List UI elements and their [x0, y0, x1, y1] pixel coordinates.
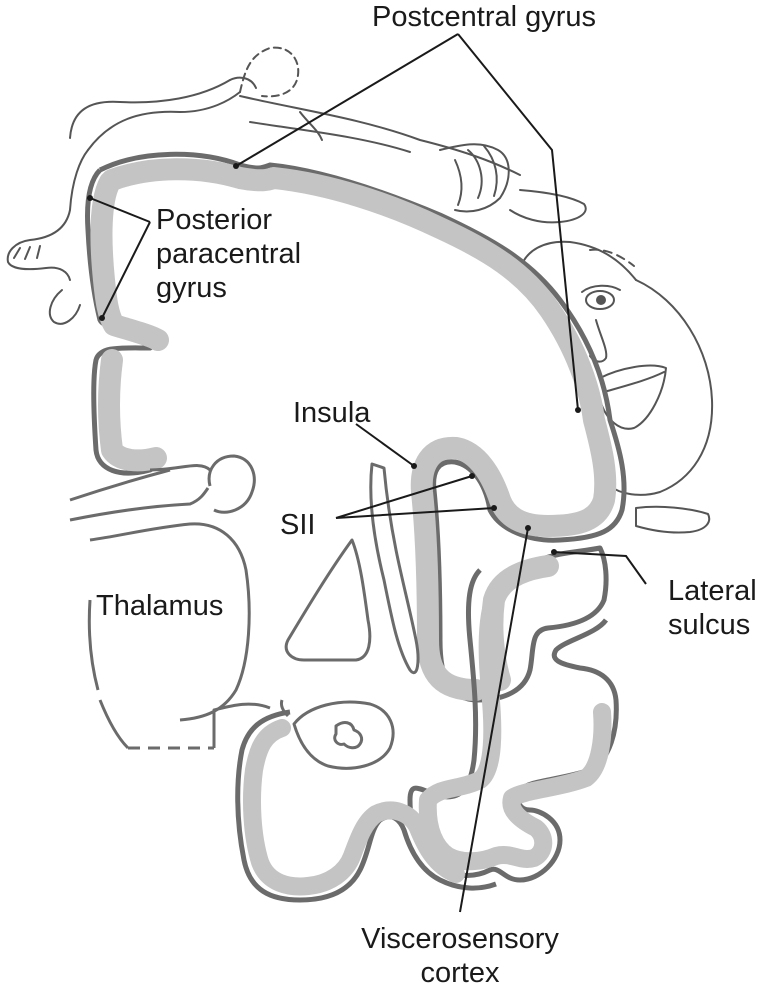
leader-lateral-sulcus [553, 551, 647, 585]
label-lateral-line-2: sulcus [668, 609, 751, 641]
lower-temporal-band [243, 719, 465, 896]
leader-lines [89, 33, 647, 913]
temporal-band [418, 581, 612, 871]
homunculus-sketch [6, 46, 714, 534]
leader-sii-2 [335, 507, 495, 519]
label-viscerosensory-line-1: Viscerosensory [361, 923, 559, 955]
leader-viscerosensory [459, 527, 529, 913]
label-viscerosensory-line-2: cortex [420, 957, 500, 989]
internal-structures [69, 454, 420, 770]
leader-paracentral-2 [101, 221, 151, 319]
label-sii: SII [280, 509, 316, 541]
label-viscerosensory-cortex: Viscerosensory cortex [340, 922, 580, 990]
leader-postcentral-2 [457, 33, 579, 411]
leader-insula [355, 423, 415, 467]
leader-sii-1 [335, 475, 473, 519]
label-posterior-line-1: Posterior [156, 204, 273, 236]
label-posterior-paracentral-gyrus: Posterior paracentral gyrus [156, 203, 301, 305]
label-lateral-line-1: Lateral [668, 575, 757, 607]
label-posterior-line-3: gyrus [156, 272, 227, 304]
label-thalamus: Thalamus [96, 590, 224, 622]
label-posterior-line-2: paracentral [156, 238, 302, 270]
label-insula: Insula [293, 397, 371, 429]
lower-temporal-outline [235, 709, 497, 903]
leader-postcentral-1 [235, 33, 459, 167]
label-postcentral-gyrus: Postcentral gyrus [372, 1, 597, 33]
label-lateral-sulcus: Lateral sulcus [668, 574, 757, 642]
leader-paracentral-1 [89, 197, 151, 223]
cortex-band [90, 158, 617, 701]
leader-dots [87, 163, 581, 555]
